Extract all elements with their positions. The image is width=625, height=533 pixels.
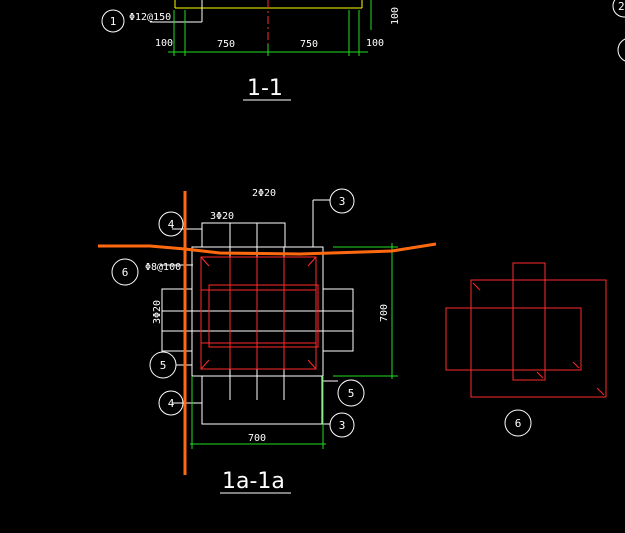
callout-circle-4-bottom [158,390,184,416]
edge-callout-label: 2 [618,0,625,13]
side-bars-label: 3Φ20 [152,300,163,324]
callout-4-top-label: 4 [168,218,175,231]
callout-circle-detail-6 [504,409,532,437]
dim-mid-right-750: 750 [300,39,318,50]
callout-4-bottom-label: 4 [168,397,175,410]
dim-mid-left-750: 750 [217,39,235,50]
section-title-1a-1a: 1a-1a [222,469,285,494]
hook-right [572,361,580,369]
edge-callout-bottom [617,38,625,62]
section-1a-1a: 700 700 2Φ20 3Φ20 Φ8@100 3Φ20 3 4 6 5 4 … [98,188,437,494]
top-bars-label: 2Φ20 [252,188,276,199]
callout-3-bottom-label: 3 [339,419,346,432]
callout-circle-3-bottom [329,412,355,438]
edge-callouts-right: 2 [612,0,625,62]
callout-3-top-label: 3 [339,195,346,208]
edge-callout-top [612,0,625,18]
detail-6: 6 [445,262,607,437]
break-line [98,242,437,256]
callout-circle-5-right [337,379,365,407]
callout-circle-1 [101,9,125,33]
hook-top-left [472,282,481,291]
dim-height-700: 700 [379,304,390,322]
dim-left-100: 100 [155,38,173,49]
mid-bars-label: 3Φ20 [210,211,234,222]
section-1-1: 1 Φ12@150 100 750 750 100 100 1-1 [101,0,401,101]
callout-1-label: 1 [110,15,117,28]
dim-side-100: 100 [390,7,401,25]
dim-right-100: 100 [366,38,384,49]
section-title-1-1: 1-1 [247,76,283,101]
stirrup-label: Φ8@100 [145,262,181,273]
callout-detail-6-label: 6 [515,417,522,430]
rebar-note: Φ12@150 [129,12,171,23]
callout-circle-5-left [149,351,177,379]
callout-5-right-label: 5 [348,387,355,400]
callout-6-label: 6 [122,266,129,279]
callout-circle-4-top [158,211,184,237]
detail-rect-outer [470,279,607,398]
hook-bottom-right [596,387,605,396]
callout-5-left-label: 5 [160,359,167,372]
dimension-lines-1a [190,243,398,449]
detail-rect-vertical [512,262,546,381]
callout-circle-3-top [329,188,355,214]
dim-width-700: 700 [248,433,266,444]
callout-circle-6 [111,258,139,286]
dimension-line-1-1 [168,0,372,56]
hook-mid [536,371,544,379]
rebar-cage [200,256,319,370]
